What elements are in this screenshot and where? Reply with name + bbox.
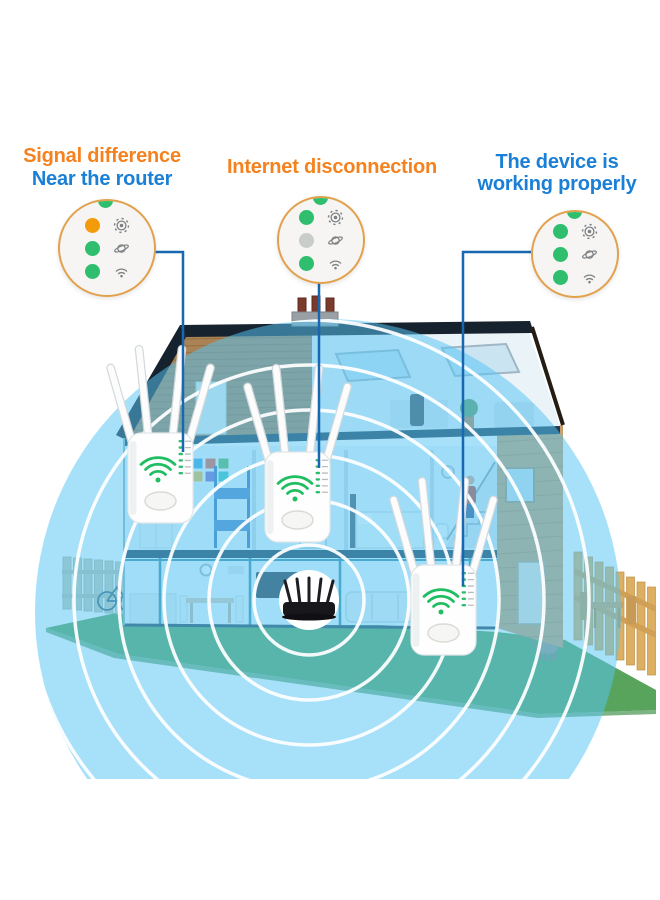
callout-line-working <box>461 250 531 586</box>
green-led <box>552 246 568 262</box>
planet-icon <box>113 243 129 253</box>
green-led <box>298 255 314 271</box>
status-circle-disconnection <box>277 196 365 284</box>
wireless-router <box>282 576 336 621</box>
status-circle-working <box>531 210 619 298</box>
heading-line: working properly <box>477 173 637 195</box>
callout-line-near-router <box>149 250 185 452</box>
status-row <box>84 217 130 234</box>
green-led <box>552 223 568 239</box>
status-circle-near-router <box>58 199 156 297</box>
partial-led <box>97 201 113 208</box>
status-row <box>298 255 344 272</box>
wifi-icon <box>115 268 127 277</box>
heading-line: Signal difference <box>23 145 181 167</box>
status-row <box>84 263 130 280</box>
partial-led <box>312 198 328 205</box>
wifi-icon <box>583 274 595 283</box>
heading-working-properly: The device is working properly <box>452 151 660 195</box>
status-row <box>552 223 598 240</box>
status-row <box>84 240 130 257</box>
roof-right-edge <box>530 326 565 426</box>
planet-icon <box>327 235 343 245</box>
orange-led <box>84 217 100 233</box>
signal-icon <box>581 223 597 239</box>
status-row <box>552 269 598 286</box>
status-row <box>552 246 598 263</box>
status-row <box>298 209 344 226</box>
signal-icon <box>113 217 129 233</box>
heading-internet-disconnection: Internet disconnection <box>208 156 456 179</box>
callout-lines <box>149 250 531 586</box>
planet-icon <box>581 249 597 259</box>
heading-line: The device is <box>495 151 619 173</box>
green-led <box>84 240 100 256</box>
wifi-icon <box>329 260 341 269</box>
heading-line: Internet disconnection <box>226 156 438 178</box>
green-led <box>84 263 100 279</box>
heading-near-router: Signal difference Near the router <box>4 145 200 191</box>
green-led <box>298 209 314 225</box>
signal-icon <box>327 209 343 225</box>
status-row <box>298 232 344 249</box>
green-led <box>552 269 568 285</box>
gray-led <box>298 232 314 248</box>
partial-led <box>566 212 582 219</box>
heading-line: Near the router <box>31 168 173 190</box>
